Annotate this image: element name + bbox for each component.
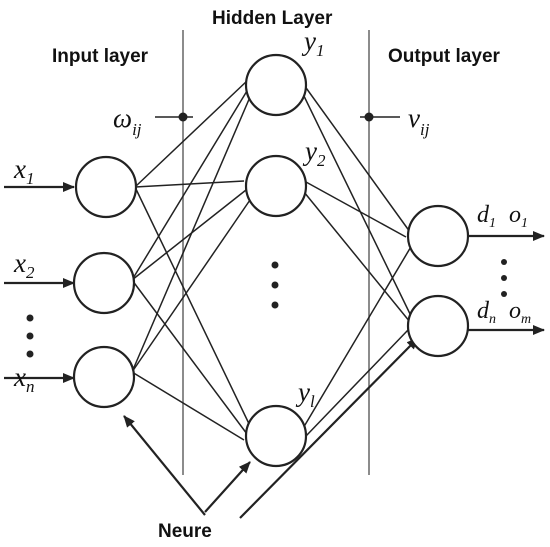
input-symbol: x: [13, 154, 26, 184]
output-node-m: [406, 294, 470, 358]
neure-arrow-input: [123, 415, 206, 516]
hidden-label-1: y1: [301, 26, 324, 60]
weight-marker-dot-left: [178, 112, 188, 122]
hidden-ellipsis-dot: [271, 281, 279, 289]
output-node-1: [406, 204, 470, 268]
output-symbol: o: [509, 202, 521, 228]
neure-arrow-hidden: [204, 461, 251, 513]
edge: [303, 191, 411, 323]
hidden-label-l: yl: [295, 377, 315, 411]
hidden-nodes: [244, 53, 308, 468]
output-arrows: [467, 231, 545, 335]
edge: [131, 189, 247, 281]
desired-symbol: d: [477, 298, 490, 324]
output-ellipsis-dot: [501, 291, 507, 297]
edge: [305, 329, 409, 437]
output-subscript: m: [521, 312, 531, 327]
hidden-output-connections: [301, 84, 413, 437]
weight-subscript: ij: [132, 120, 142, 139]
output-ellipsis-dot: [501, 275, 507, 281]
input-layer-title: Input layer: [52, 46, 149, 67]
hidden-node-1: [244, 53, 308, 117]
hidden-node-l: [244, 404, 308, 468]
input-subscript: 1: [26, 169, 35, 188]
input-node-1: [74, 155, 138, 219]
input-node-n: [72, 345, 136, 409]
hidden-symbol: y: [302, 136, 317, 166]
input-subscript: 2: [26, 263, 35, 282]
input-ellipsis-dot: [26, 350, 34, 358]
input-label-1: x1: [13, 154, 34, 188]
weight-subscript: ij: [420, 120, 430, 139]
edge: [301, 91, 413, 319]
edge: [305, 181, 407, 238]
hidden-layer-title: Hidden Layer: [212, 8, 333, 29]
input-ellipsis-dot: [26, 314, 34, 322]
hidden-symbol: y: [295, 377, 310, 407]
input-node-2: [72, 251, 136, 315]
weight-symbol: ω: [113, 103, 132, 133]
edge: [131, 89, 254, 373]
input-label-n: xn: [13, 362, 34, 396]
hidden-ellipsis-dot: [271, 261, 279, 269]
input-symbol: x: [13, 362, 26, 392]
output-subscript: 1: [521, 216, 528, 231]
edge: [134, 79, 249, 188]
input-ellipsis-dot: [26, 332, 34, 340]
edge: [134, 186, 253, 431]
hidden-node-2: [244, 154, 308, 218]
output-symbol: o: [509, 298, 521, 324]
weight-symbol: v: [408, 103, 420, 133]
hidden-symbol: y: [301, 26, 316, 56]
desired-label-1: d1: [477, 202, 496, 231]
hidden-subscript: l: [310, 392, 315, 411]
input-hidden-connections: [131, 79, 254, 441]
input-symbol: x: [13, 248, 26, 278]
output-ellipsis-dot: [501, 259, 507, 265]
input-subscript: n: [26, 377, 35, 396]
neure-arrow-output: [239, 337, 419, 519]
output-nodes: [406, 204, 470, 358]
output-layer-title: Output layer: [388, 46, 501, 67]
desired-symbol: d: [477, 202, 490, 228]
edge: [131, 85, 251, 281]
input-label-2: x2: [13, 248, 35, 282]
desired-subscript: n: [489, 312, 496, 327]
ellipsis-dots: [26, 259, 507, 358]
desired-subscript: 1: [489, 216, 496, 231]
output-label-m: om: [509, 298, 531, 327]
weight-label-hidden-output: vij: [408, 103, 430, 139]
edge: [301, 244, 413, 431]
output-label-1: o1: [509, 202, 528, 231]
hidden-ellipsis-dot: [271, 301, 279, 309]
hidden-subscript: 2: [317, 151, 326, 170]
neure-pointer-arrows: [123, 337, 419, 519]
hidden-label-2: y2: [302, 136, 326, 170]
desired-label-n: dn: [477, 298, 496, 327]
input-arrows: [4, 182, 75, 383]
neure-label: Neure: [158, 521, 212, 542]
weight-label-input-hidden: ωij: [113, 103, 142, 139]
input-nodes: [72, 155, 138, 409]
edge: [134, 180, 245, 188]
edge: [131, 279, 251, 439]
weight-marker-dot-right: [364, 112, 374, 122]
edge: [303, 84, 411, 233]
edge: [131, 199, 251, 373]
hidden-subscript: 1: [316, 41, 325, 60]
edge: [131, 371, 245, 441]
